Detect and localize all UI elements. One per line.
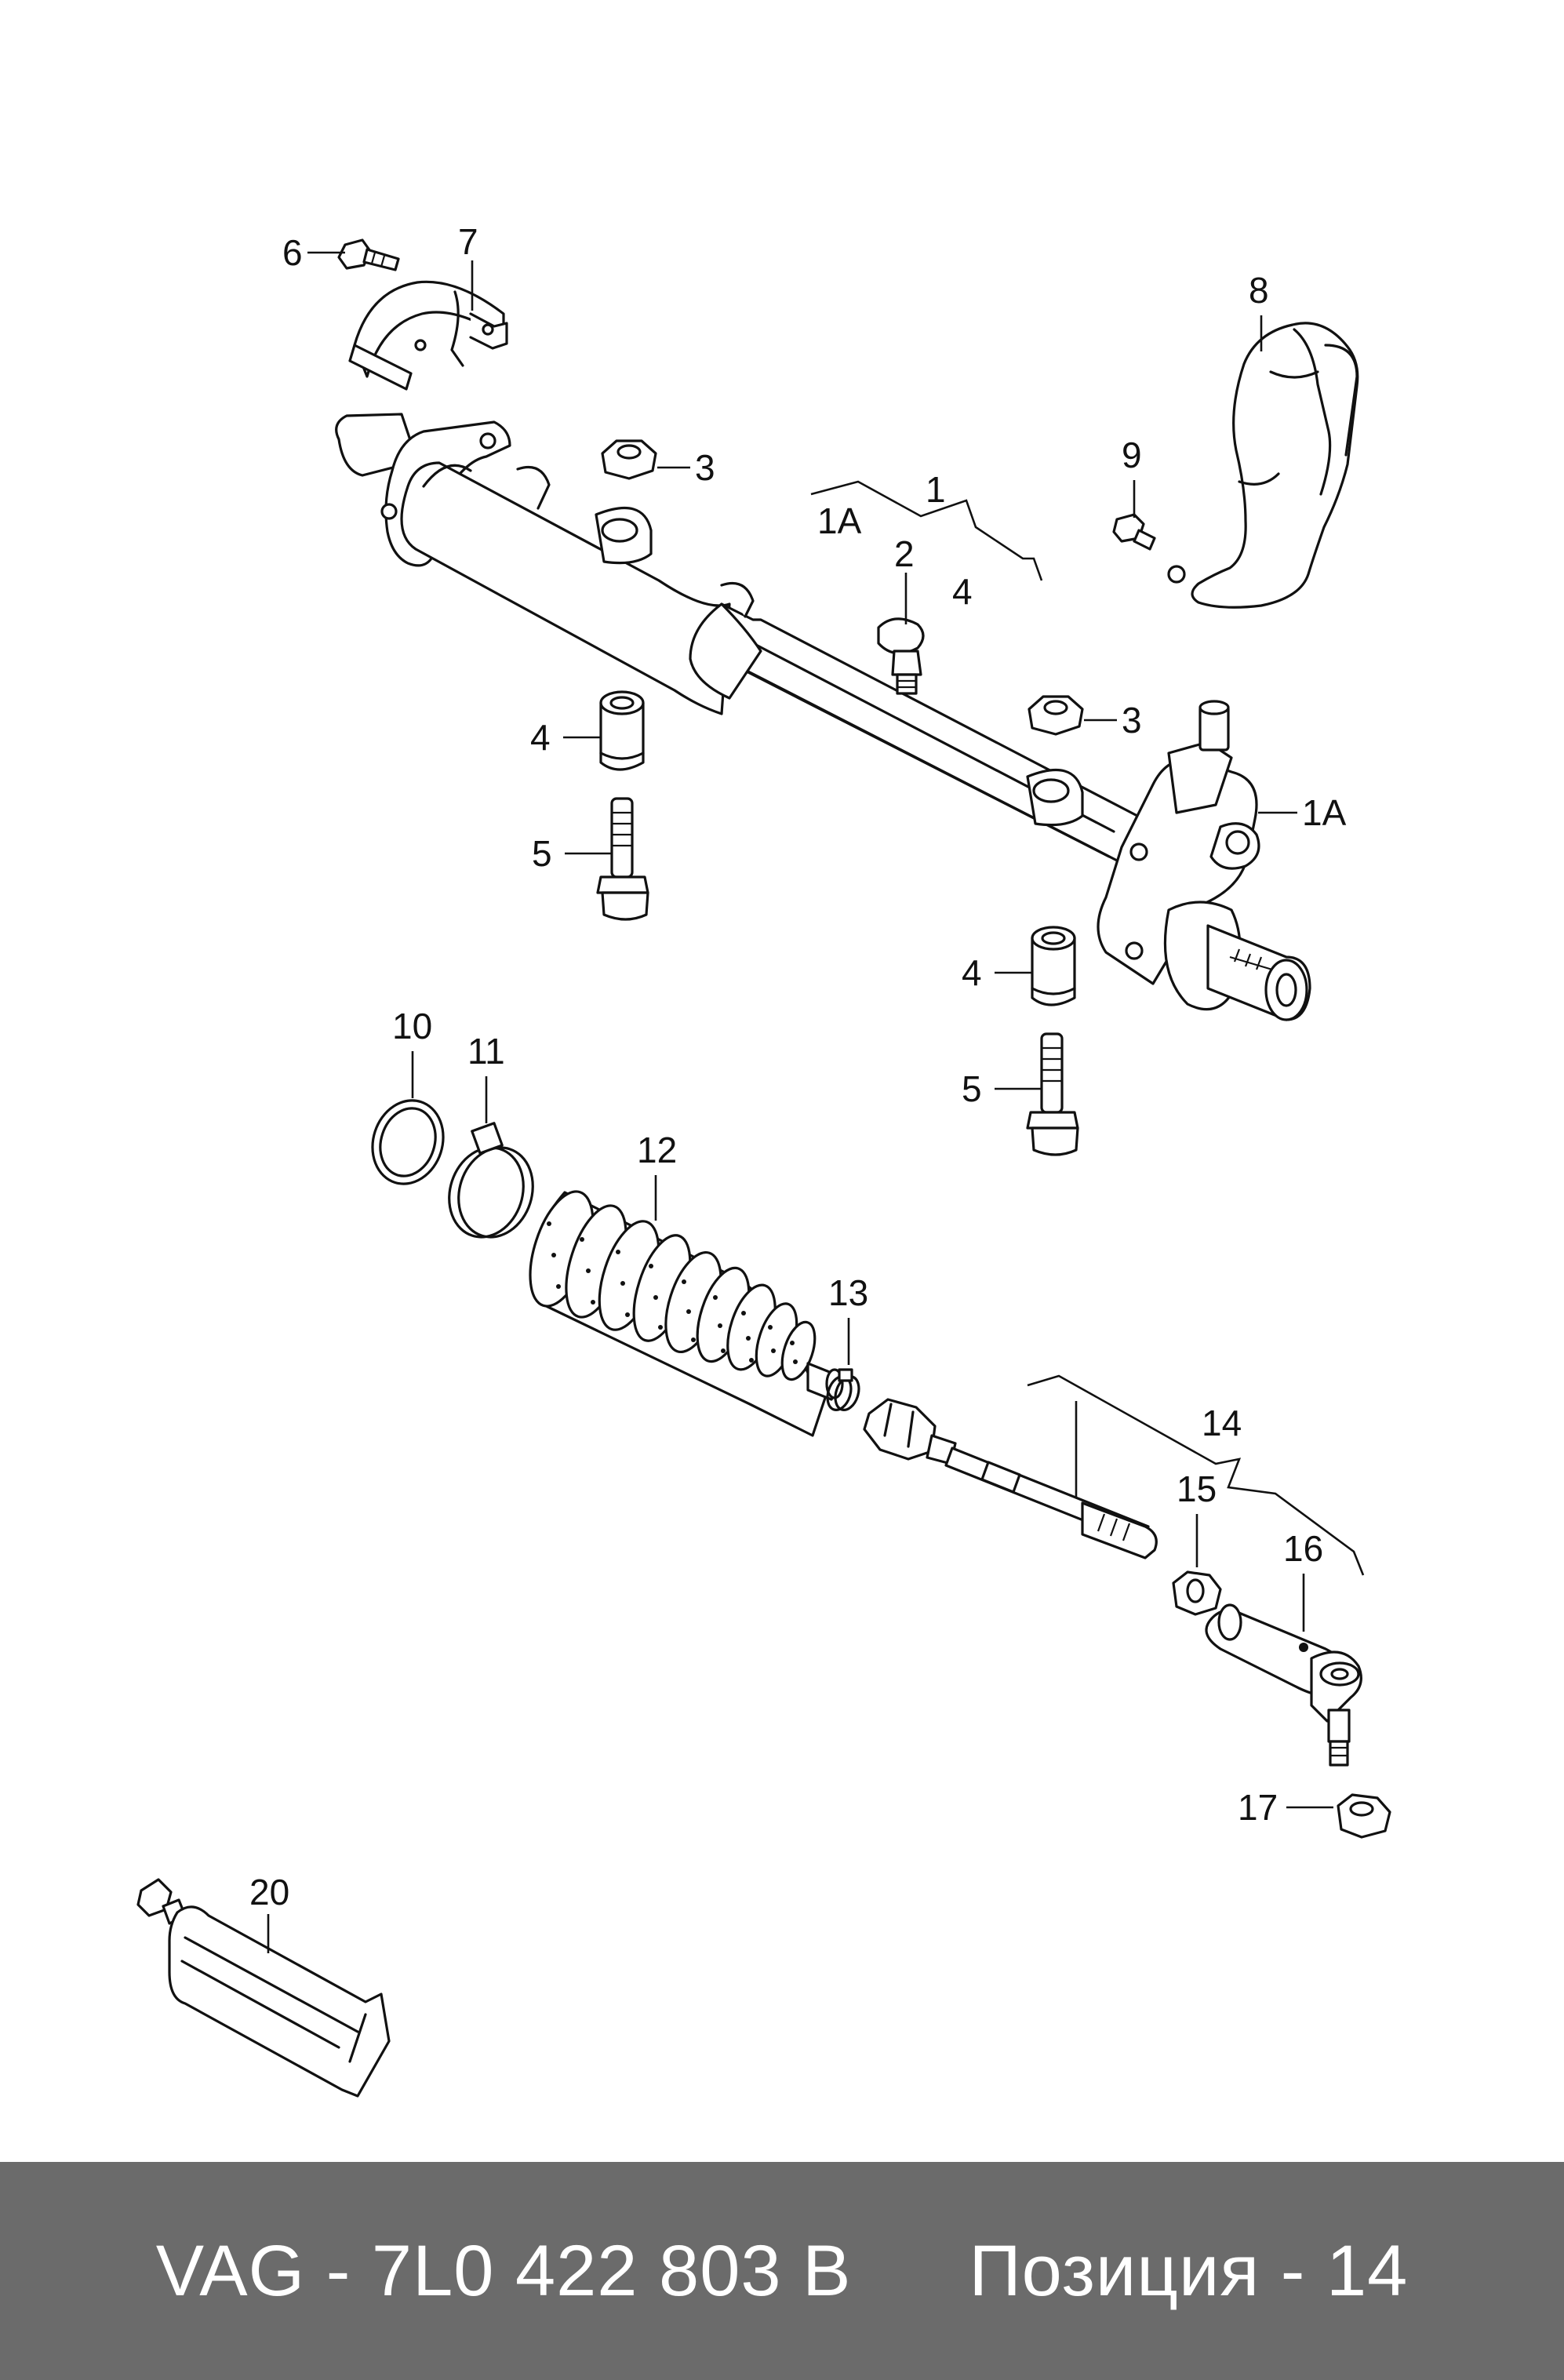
callout-1: 1 <box>926 469 946 510</box>
part-2-hose-connector <box>877 617 925 695</box>
callout-4-left: 4 <box>530 717 551 758</box>
part-7-clamp-bracket <box>348 280 508 391</box>
part-4-bushing-right <box>1031 926 1076 1006</box>
part-6-bolt <box>337 238 400 271</box>
callout-1A-right: 1A <box>1302 792 1347 833</box>
part-3-nut-top <box>601 439 657 480</box>
part-10-o-ring <box>371 1099 445 1185</box>
part-16-tie-rod-end <box>1205 1603 1362 1767</box>
position-label: Позиция - 14 <box>969 2230 1409 2311</box>
callout-4-bracket: 4 <box>952 571 973 612</box>
callout-3-top: 3 <box>695 447 715 488</box>
part-5-bolt-right <box>1026 1032 1079 1156</box>
callout-1A-top: 1A <box>817 500 862 541</box>
callout-17: 17 <box>1238 1787 1278 1828</box>
steering-rack-exploded-diagram: 6 7 8 9 <box>136 221 1391 2098</box>
part-20-grease-tube <box>136 1878 391 2098</box>
callout-7: 7 <box>458 221 478 262</box>
part-number: VAG - 7L0 422 803 B <box>155 2230 852 2311</box>
part-17-nut <box>1337 1793 1391 1839</box>
part-9-bolt <box>1112 513 1156 551</box>
part-15-nut <box>1172 1570 1222 1616</box>
callout-13: 13 <box>828 1272 868 1313</box>
part-8-heat-shield <box>1167 322 1359 609</box>
callout-16: 16 <box>1283 1528 1323 1569</box>
part-5-bolt-left <box>596 797 649 921</box>
callout-12: 12 <box>637 1130 677 1170</box>
callout-2: 2 <box>894 533 915 574</box>
callout-15: 15 <box>1177 1468 1217 1509</box>
callout-14: 14 <box>1202 1403 1242 1443</box>
callout-9: 9 <box>1122 435 1142 475</box>
callout-8: 8 <box>1249 270 1269 311</box>
callout-4-right: 4 <box>962 952 982 993</box>
callout-5-left: 5 <box>532 833 552 874</box>
callout-11: 11 <box>467 1031 505 1072</box>
callout-20: 20 <box>249 1872 289 1912</box>
callout-3-mid: 3 <box>1122 700 1142 741</box>
part-12-bellows-boot <box>529 1190 844 1437</box>
part-4-bushing-left <box>599 690 645 771</box>
part-13-small-clamp <box>826 1368 860 1411</box>
part-3-nut-mid <box>1028 695 1084 736</box>
callout-10: 10 <box>392 1006 432 1046</box>
part-14-tie-rod <box>863 1398 1158 1559</box>
callout-5-right: 5 <box>962 1068 982 1109</box>
part-11-hose-clamp <box>448 1122 534 1239</box>
footer-part-info: VAG - 7L0 422 803 B Позиция - 14 <box>0 2162 1564 2380</box>
steering-rack-housing <box>335 413 1311 1021</box>
callout-6: 6 <box>282 232 303 273</box>
